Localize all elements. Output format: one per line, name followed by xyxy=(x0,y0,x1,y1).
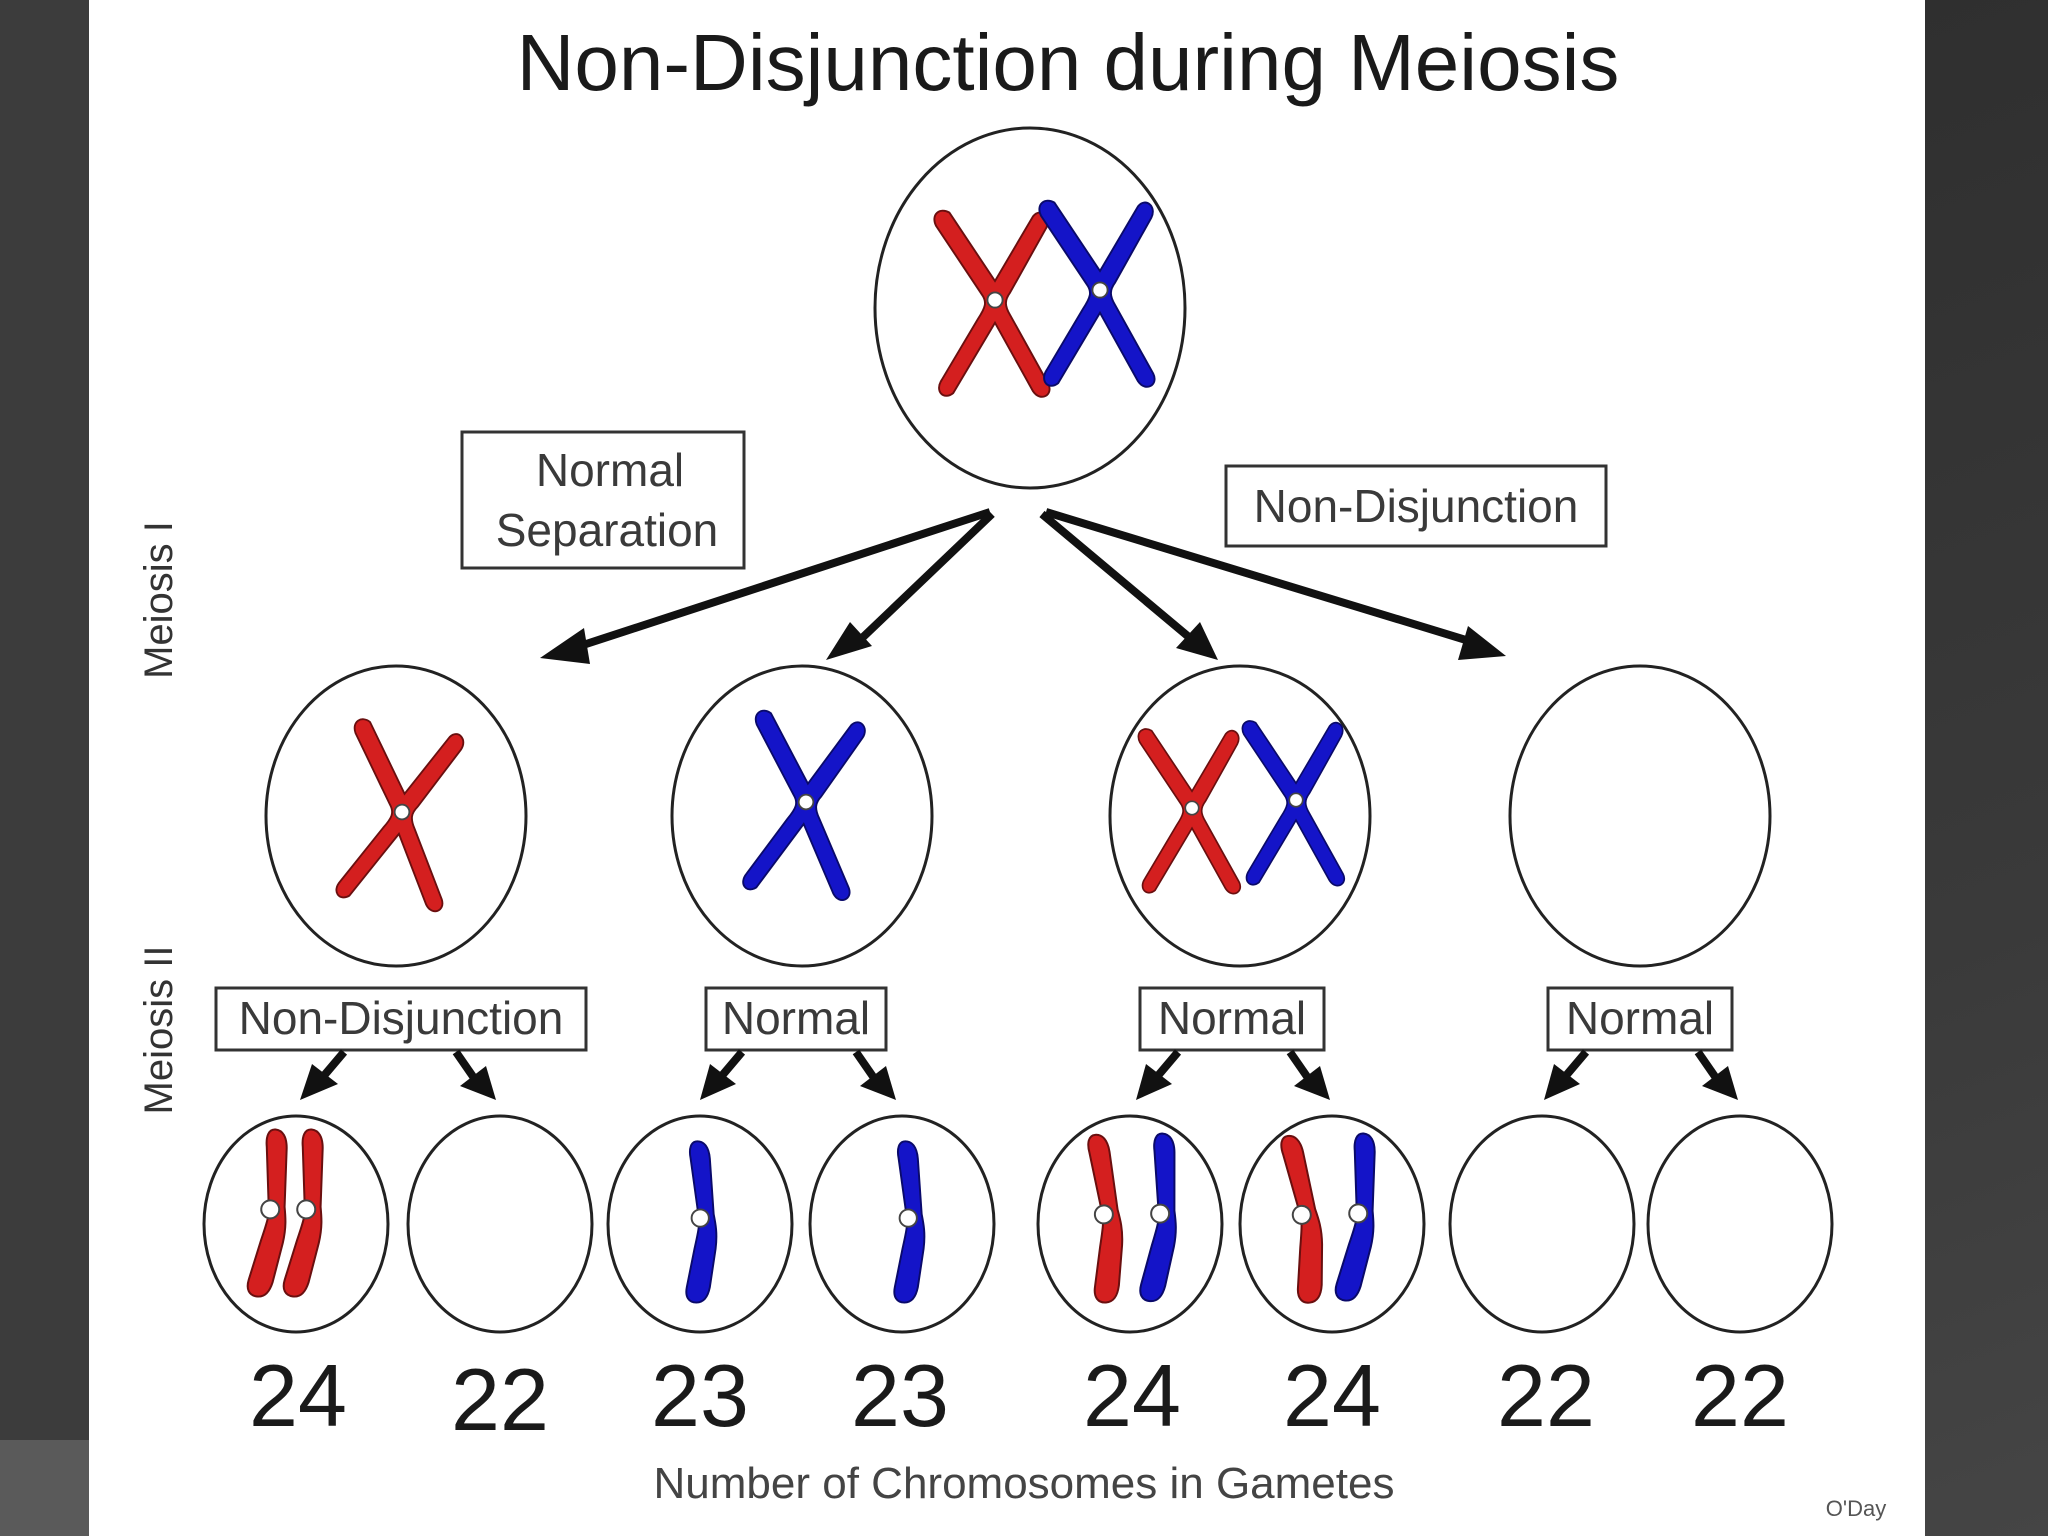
daughter-cell-3-chromosome-blue xyxy=(1241,720,1346,887)
daughter-cell-1 xyxy=(264,664,528,968)
gamete-3 xyxy=(606,1114,794,1334)
gamete-7-membrane xyxy=(1448,1114,1636,1334)
arrow-to-cell-2 xyxy=(857,511,995,643)
parent-chromosome-red xyxy=(933,209,1051,398)
arrow-gamete-4-head xyxy=(860,1066,896,1100)
parent-chromosome-blue xyxy=(1038,199,1156,388)
meiosis-2-label-3: Normal xyxy=(1158,992,1306,1044)
gamete-6-chromatid-blue xyxy=(1333,1131,1385,1304)
parent-cell xyxy=(873,126,1187,490)
meiosis-2-label-2: Normal xyxy=(722,992,870,1044)
arrow-gamete-8 xyxy=(1694,1049,1720,1081)
gamete-6-count: 24 xyxy=(1283,1346,1381,1445)
gamete-8-membrane xyxy=(1646,1114,1834,1334)
arrow-gamete-7-head xyxy=(1544,1064,1580,1100)
arrow-gamete-4 xyxy=(852,1049,878,1081)
author-credit: O'Day xyxy=(1826,1496,1886,1521)
gametes-axis-label: Number of Chromosomes in Gametes xyxy=(654,1459,1395,1508)
arrow-to-cell-3-head xyxy=(1176,622,1218,660)
gamete-7-count: 22 xyxy=(1497,1346,1595,1445)
arrow-gamete-6 xyxy=(1286,1049,1312,1081)
meiosis-1-normal-label-box: Normal Separation xyxy=(460,430,746,570)
daughter-cell-4-membrane xyxy=(1508,664,1772,968)
daughter-cell-3 xyxy=(1108,664,1372,968)
slide-background-right-panel xyxy=(1925,0,2048,1536)
gamete-2 xyxy=(406,1114,594,1334)
arrow-gamete-6-head xyxy=(1294,1066,1330,1100)
gamete-3-count: 23 xyxy=(651,1346,749,1445)
meiosis-2-label-box-4: Normal xyxy=(1546,986,1734,1052)
meiosis-2-label: Meiosis II xyxy=(137,946,181,1115)
daughter-cell-1-chromosome-red xyxy=(329,717,468,914)
arrow-gamete-2-head xyxy=(460,1066,496,1100)
gamete-5 xyxy=(1036,1114,1224,1334)
gamete-2-membrane xyxy=(406,1114,594,1334)
diagram-title: Non-Disjunction during Meiosis xyxy=(517,18,1620,107)
daughter-cell-2-chromosome-blue xyxy=(736,708,869,902)
arrow-gamete-5-head xyxy=(1136,1064,1172,1100)
arrow-gamete-7 xyxy=(1560,1049,1590,1081)
arrow-to-cell-4-head xyxy=(1458,626,1506,660)
meiosis-2-label-box-3-frame xyxy=(1138,986,1326,1052)
meiosis-1-nondisjunction-box-frame xyxy=(1224,464,1608,548)
gamete-6-membrane xyxy=(1238,1114,1426,1334)
meiosis-2-label-box-4-frame xyxy=(1546,986,1734,1052)
gamete-6 xyxy=(1238,1114,1426,1334)
gamete-5-membrane xyxy=(1036,1114,1224,1334)
gamete-1 xyxy=(202,1114,390,1334)
meiosis-1-nondisjunction-text: Non-Disjunction xyxy=(1254,480,1579,532)
arrow-to-cell-1-head xyxy=(540,628,590,664)
gamete-5-count: 24 xyxy=(1083,1346,1181,1445)
gamete-1-chromatid-red-a xyxy=(245,1127,297,1300)
gamete-7 xyxy=(1448,1114,1636,1334)
gamete-8-count: 22 xyxy=(1691,1346,1789,1445)
gamete-4-chromatid-blue xyxy=(893,1140,926,1304)
daughter-cell-3-membrane xyxy=(1108,664,1372,968)
gamete-4-count: 23 xyxy=(851,1346,949,1445)
meiosis-2-label-4: Normal xyxy=(1566,992,1714,1044)
arrow-gamete-1-head xyxy=(300,1064,338,1100)
gamete-5-chromatid-blue xyxy=(1138,1131,1184,1304)
arrow-gamete-1 xyxy=(318,1049,348,1081)
daughter-cell-3-chromosome-red xyxy=(1137,728,1242,895)
arrow-gamete-3-head xyxy=(700,1064,736,1100)
meiosis-1-label: Meiosis I xyxy=(137,521,181,679)
gamete-1-chromatid-red-b xyxy=(281,1127,333,1300)
gamete-8 xyxy=(1646,1114,1834,1334)
meiosis-1-normal-line-2: Separation xyxy=(496,504,719,556)
arrow-gamete-2 xyxy=(452,1049,478,1081)
gamete-1-membrane xyxy=(202,1114,390,1334)
slide-background-corner xyxy=(0,1440,95,1536)
arrow-to-cell-4 xyxy=(1044,508,1468,644)
meiosis-2-label-box-3: Normal xyxy=(1138,986,1326,1052)
gamete-1-count: 24 xyxy=(249,1346,347,1445)
arrow-gamete-3 xyxy=(716,1049,746,1081)
arrow-gamete-8-head xyxy=(1702,1066,1738,1100)
arrow-to-cell-2-head xyxy=(826,622,872,660)
meiosis-1-nondisjunction-label-box: Non-Disjunction xyxy=(1224,464,1608,548)
meiosis-1-normal-line-1: Normal xyxy=(536,444,684,496)
meiosis-1-arrows xyxy=(540,508,1506,664)
meiosis-2-label-box-2: Normal xyxy=(704,986,888,1052)
meiosis-1-normal-box-frame xyxy=(460,430,746,570)
meiosis-2-label-box-2-frame xyxy=(704,986,888,1052)
meiosis-2-label-1: Non-Disjunction xyxy=(239,992,564,1044)
gamete-6-chromatid-red xyxy=(1275,1132,1332,1306)
daughter-cell-4 xyxy=(1508,664,1772,968)
arrow-gamete-5 xyxy=(1152,1049,1182,1081)
meiosis-2-label-box-1: Non-Disjunction xyxy=(214,986,588,1052)
gamete-4 xyxy=(808,1114,996,1334)
meiosis-2-arrows xyxy=(300,1049,1738,1100)
gamete-5-chromatid-red xyxy=(1082,1132,1128,1305)
arrow-to-cell-1 xyxy=(578,508,992,650)
gamete-3-chromatid-blue xyxy=(685,1140,718,1304)
arrow-to-cell-3 xyxy=(1039,510,1193,642)
daughter-cell-2 xyxy=(670,664,934,968)
meiosis-2-label-box-1-frame xyxy=(214,986,588,1052)
parent-cell-membrane xyxy=(873,126,1187,490)
gamete-2-count: 22 xyxy=(451,1350,549,1449)
